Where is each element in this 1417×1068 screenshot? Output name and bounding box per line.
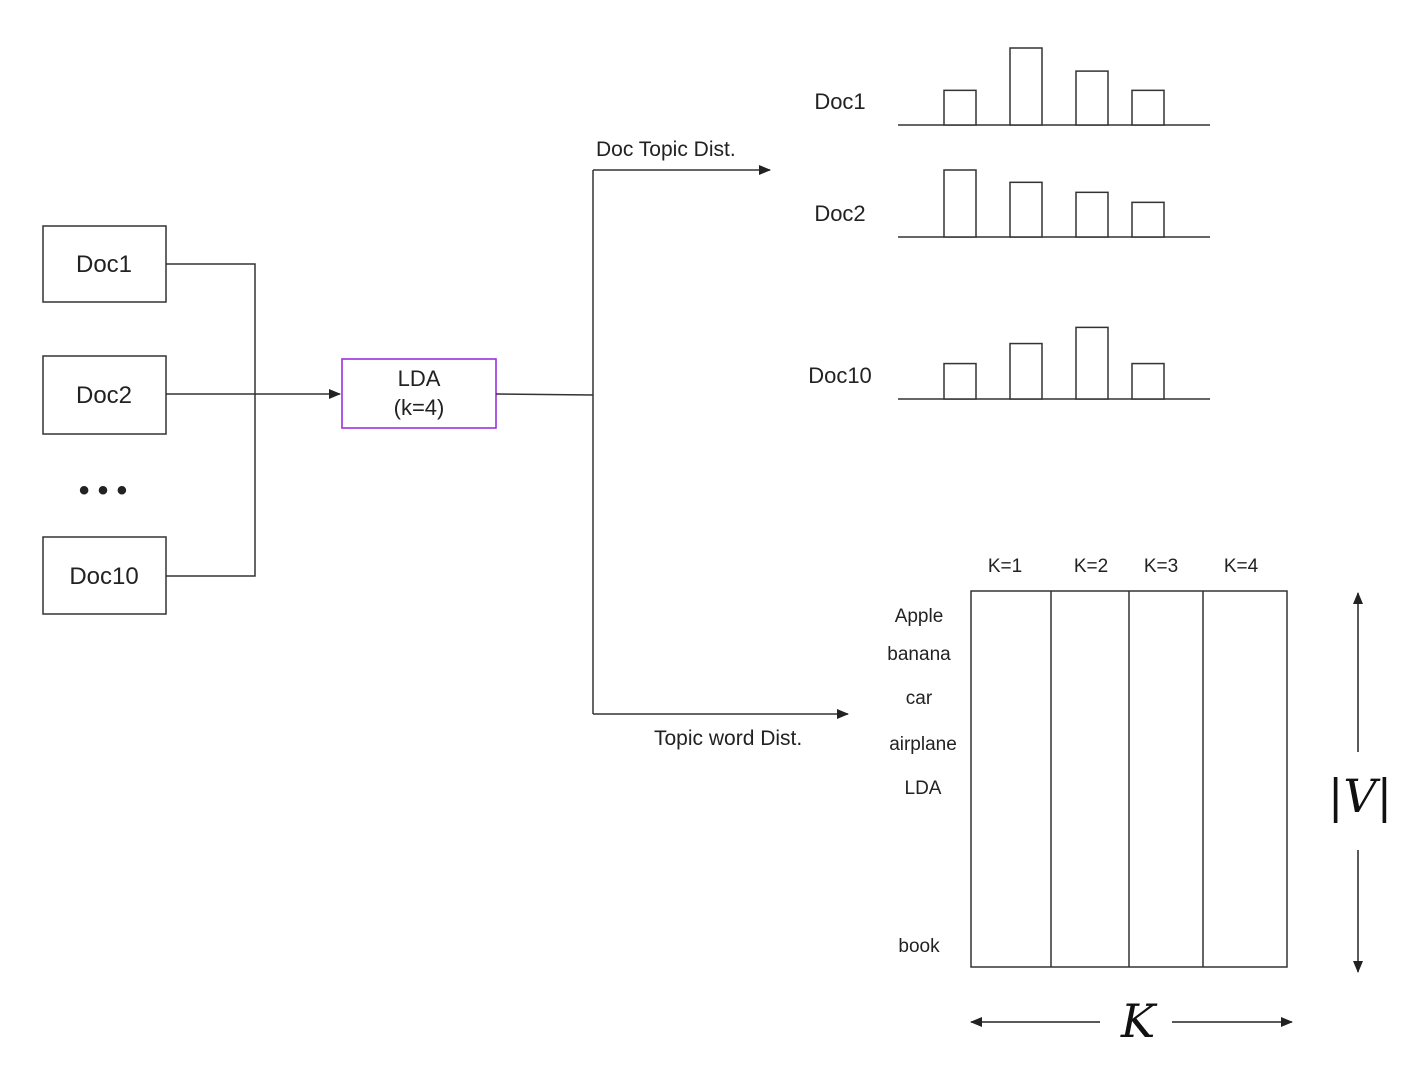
topic-bar-k3: [1075, 70, 1109, 126]
input-doc10-label: Doc10: [69, 563, 138, 590]
row-word-lda: LDA: [905, 778, 942, 799]
row-word-banana: banana: [887, 644, 951, 665]
input-doc1-label: Doc1: [76, 251, 132, 278]
column-header-k2: K=2: [1074, 556, 1108, 577]
matrix-row-words: Apple banana car airplane LDA book: [887, 606, 957, 957]
doc-topic-chart-3: Doc10: [808, 326, 1210, 400]
vocab-size-label: |V|: [1328, 769, 1392, 823]
output-connectors: [495, 165, 849, 719]
doc-topic-chart-label: Doc1: [814, 89, 865, 114]
row-word-airplane: airplane: [889, 734, 957, 755]
doc-topic-dist-label: Doc Topic Dist.: [596, 138, 736, 161]
doc-topic-chart-label: Doc2: [814, 201, 865, 226]
lda-model-title: LDA: [398, 366, 441, 391]
column-header-k1: K=1: [988, 556, 1022, 577]
matrix-column-headers: K=1 K=2 K=3 K=4: [988, 556, 1259, 577]
topic-bar-k4: [1131, 362, 1165, 400]
lda-model-box: LDA (k=4): [341, 358, 497, 429]
topic-bar-k4: [1131, 201, 1165, 238]
column-header-k3: K=3: [1144, 556, 1178, 577]
doc-topic-chart-label: Doc10: [808, 363, 872, 388]
topic-bar-k1: [943, 169, 977, 238]
input-doc1: Doc1: [42, 225, 167, 303]
topic-bar-k4: [1131, 89, 1165, 126]
input-doc10: Doc10: [42, 536, 167, 615]
topic-bar-k3: [1075, 326, 1109, 400]
doc-topic-chart-1: Doc1: [814, 47, 1210, 126]
doc-topic-chart-2: Doc2: [814, 169, 1210, 238]
column-header-k4: K=4: [1224, 556, 1259, 577]
row-word-apple: Apple: [895, 606, 944, 627]
topic-bar-k1: [943, 89, 977, 126]
row-word-book: book: [898, 936, 940, 957]
lda-model-param: (k=4): [394, 395, 445, 420]
topic-bar-k2: [1009, 342, 1043, 400]
topic-word-dist-label: Topic word Dist.: [654, 727, 802, 750]
topic-count-label: K: [1120, 994, 1158, 1048]
input-doc2-label: Doc2: [76, 382, 132, 409]
topic-bar-k1: [943, 362, 977, 400]
topic-bar-k2: [1009, 47, 1043, 126]
input-ellipsis: • • •: [79, 474, 127, 507]
topic-bar-k2: [1009, 181, 1043, 238]
row-word-car: car: [906, 688, 933, 709]
input-doc2: Doc2: [42, 355, 167, 435]
input-connectors: [166, 263, 341, 577]
topic-bar-k3: [1075, 191, 1109, 238]
topic-word-matrix: [970, 590, 1288, 968]
